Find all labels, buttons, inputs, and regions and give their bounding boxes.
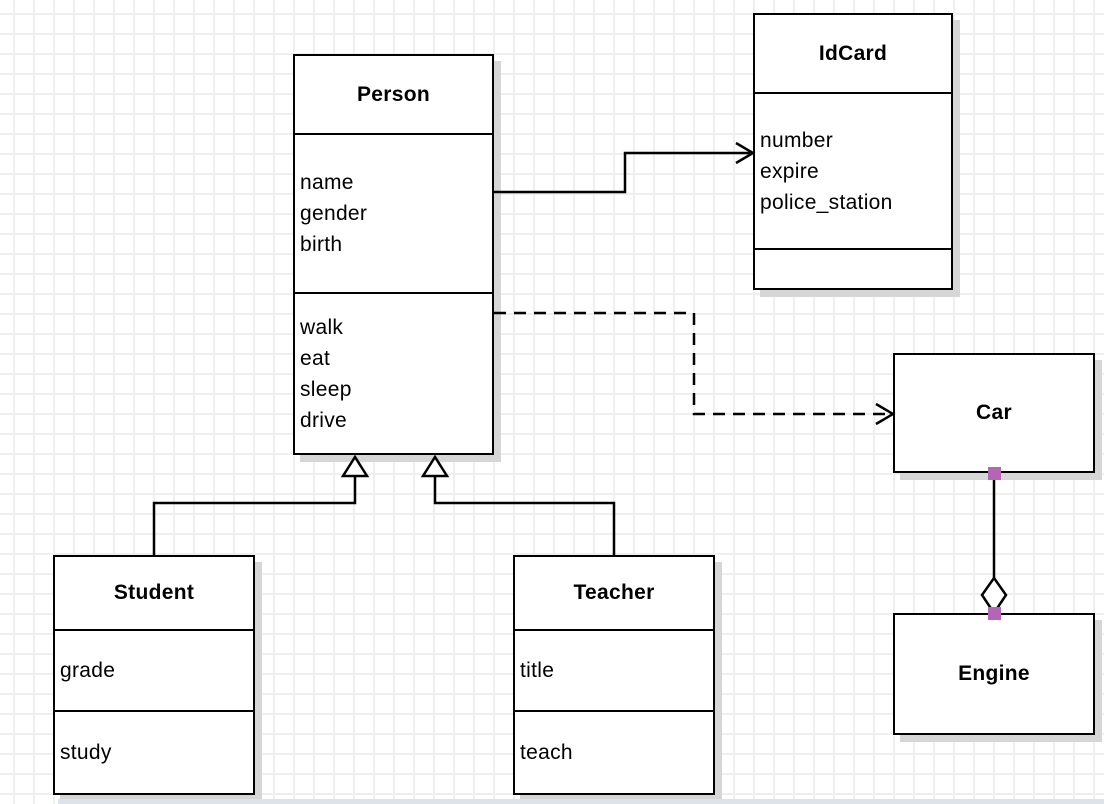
method-item: drive [300,408,348,432]
open-arrowhead-icon [735,141,756,165]
method-item: walk [300,315,344,339]
connector-association-person-idcard[interactable] [494,141,756,194]
class-box-teacher[interactable]: Teacher title teach [513,555,715,795]
attribute-item: police_station [760,190,893,214]
class-title: Car [976,401,1012,424]
class-box-engine[interactable]: Engine [893,613,1095,735]
class-box-idcard[interactable]: IdCard number expire police_station [753,13,953,290]
class-box-person[interactable]: Person name gender birth walk eat sleep … [293,54,494,455]
attribute-item: gender [300,202,368,225]
class-methods-empty [755,250,951,288]
dependency-line[interactable] [494,311,888,416]
class-title: Teacher [515,557,713,631]
connector-aggregation-car-engine[interactable] [980,467,1008,620]
method-item: teach [520,741,573,764]
hollow-triangle-arrowhead-icon [420,454,450,478]
class-attributes: grade [55,631,253,712]
connector-generalization-teacher-person[interactable] [420,454,616,555]
attribute-item: birth [300,233,343,256]
hollow-triangle-arrowhead-icon [340,454,370,478]
endpoint-handle[interactable] [988,607,1001,620]
class-title: Engine [958,662,1030,685]
class-attributes: title [515,631,713,712]
generalization-line[interactable] [152,475,357,555]
class-methods: walk eat sleep drive [295,294,492,453]
generalization-line[interactable] [433,475,616,555]
attribute-item: expire [760,159,819,183]
class-attributes: number expire police_station [755,94,951,250]
class-methods: study [55,712,253,793]
connector-generalization-student-person[interactable] [152,454,370,555]
attribute-item: number [760,128,834,152]
class-box-car[interactable]: Car [893,353,1095,473]
method-item: sleep [300,377,352,401]
class-methods: teach [515,712,713,793]
open-arrowhead-icon [875,402,896,426]
attribute-item: grade [60,659,116,682]
bottom-scrollbar-strip[interactable] [58,799,1104,804]
endpoint-handle[interactable] [988,467,1001,480]
class-title: Person [295,56,492,135]
association-line[interactable] [494,151,750,194]
method-item: eat [300,346,331,370]
attribute-item: title [520,659,555,682]
connector-dependency-person-car[interactable] [494,311,896,426]
method-item: study [60,741,112,764]
attribute-item: name [300,171,354,194]
class-title: Student [55,557,253,631]
class-box-student[interactable]: Student grade study [53,555,255,795]
class-title: IdCard [755,15,951,94]
class-attributes: name gender birth [295,135,492,294]
